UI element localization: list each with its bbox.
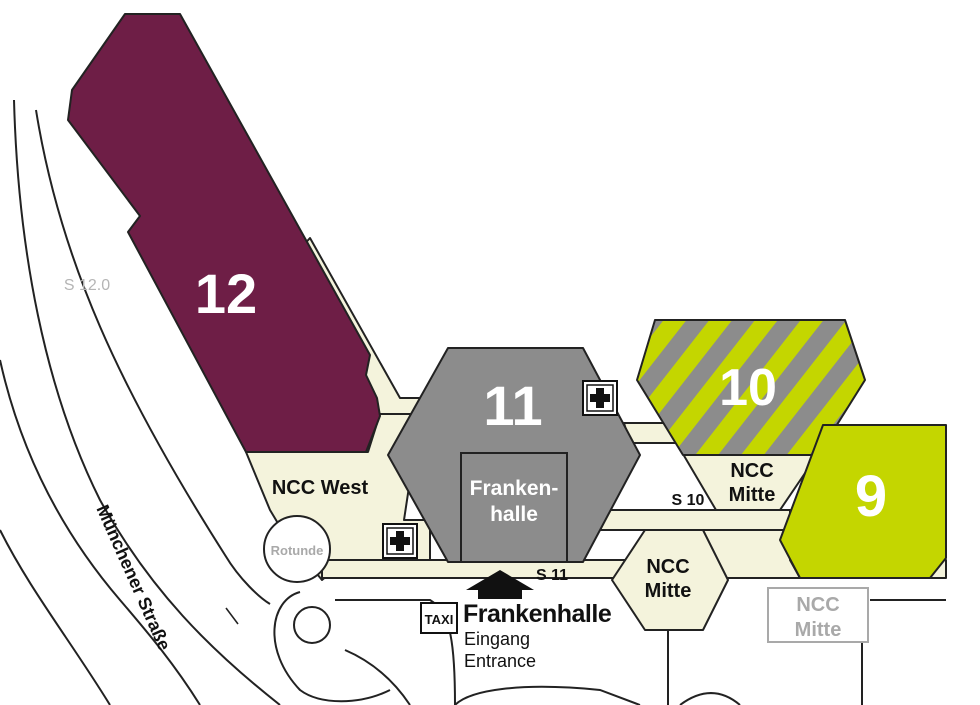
hall-9-number: 9	[855, 464, 887, 529]
taxi-sign-icon: TAXI	[420, 602, 458, 634]
entrance-en: Entrance	[464, 651, 536, 671]
hall-9[interactable]	[779, 424, 947, 579]
hall-10-number: 10	[719, 359, 777, 417]
road-line-outer	[13, 99, 281, 705]
ncc-mitte-hex-line1: NCC	[646, 556, 689, 578]
rotunde-circle[interactable]	[263, 515, 331, 583]
walkway-s10	[599, 509, 791, 531]
ncc-mitte-upper-line1: NCC	[730, 460, 773, 482]
hall-12-number: 12	[195, 262, 257, 325]
hall-11-number: 11	[483, 374, 542, 437]
first-aid-cross-icon	[582, 380, 618, 416]
frankenhalle-label-line1: Franken-	[470, 477, 559, 500]
street-label: Münchener Straße	[92, 502, 174, 654]
entrance-de: Eingang	[464, 629, 530, 649]
rotunde-label: Rotunde	[271, 543, 324, 558]
entrance-name[interactable]: Frankenhalle	[463, 600, 612, 628]
ncc-mitte-hex-line2: Mitte	[645, 580, 692, 602]
road-s12-label: S 12.0	[64, 277, 110, 294]
frankenhalle-inner-hall[interactable]	[460, 452, 568, 563]
ncc-mitte-upper-line2: Mitte	[729, 484, 776, 506]
drop-off-lane	[344, 649, 411, 705]
first-aid-cross-icon	[382, 523, 418, 559]
bottom-curve	[454, 685, 641, 705]
road-edge-s12	[35, 109, 271, 605]
road-line-inner-2	[0, 529, 111, 705]
road-tick	[225, 607, 239, 625]
roundabout-island	[293, 606, 331, 644]
taxi-label: TAXI	[425, 612, 454, 627]
ncc-mitte-hex	[611, 529, 729, 631]
frankenhalle-label-line2: halle	[490, 503, 538, 526]
loop-road-outer	[273, 591, 391, 703]
road-line-inner-1	[0, 359, 201, 705]
road-s10-label: S 10	[672, 492, 705, 509]
hall-12[interactable]	[67, 13, 381, 453]
ncc-mitte-faded-line1: NCC	[796, 594, 839, 616]
ncc-mitte-faded-box	[767, 587, 869, 643]
ncc-west-label: NCC West	[272, 477, 369, 499]
ncc-mitte-faded-line2: Mitte	[795, 619, 842, 641]
road-s11-label: S 11	[536, 567, 568, 584]
east-curve	[679, 692, 741, 705]
entrance-arrow-icon[interactable]	[466, 570, 534, 599]
